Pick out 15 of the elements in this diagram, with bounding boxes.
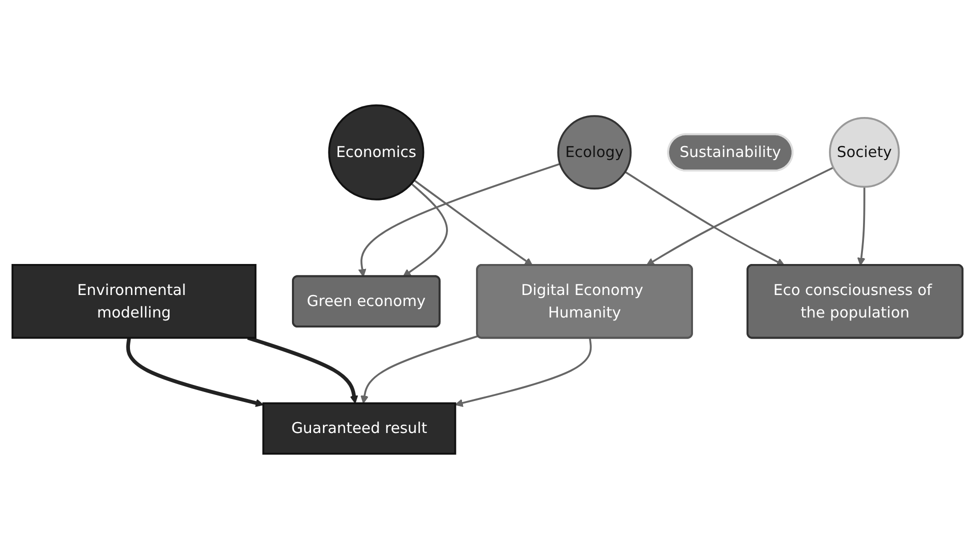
arrow	[402, 182, 448, 277]
arrow	[454, 338, 592, 407]
node-box: Environmental modelling	[12, 264, 256, 339]
arrow	[646, 166, 834, 266]
node-circle: Ecology	[557, 115, 632, 190]
arrow	[414, 180, 533, 266]
node-box: Guaranteed result	[262, 402, 456, 455]
node-circle: Economics	[328, 104, 424, 200]
arrow	[624, 171, 785, 266]
node-circle: Society	[828, 116, 900, 188]
arrow	[126, 338, 264, 407]
arrow	[247, 336, 358, 404]
arrow	[857, 186, 866, 266]
arrow	[360, 335, 478, 404]
arrow	[358, 163, 560, 277]
